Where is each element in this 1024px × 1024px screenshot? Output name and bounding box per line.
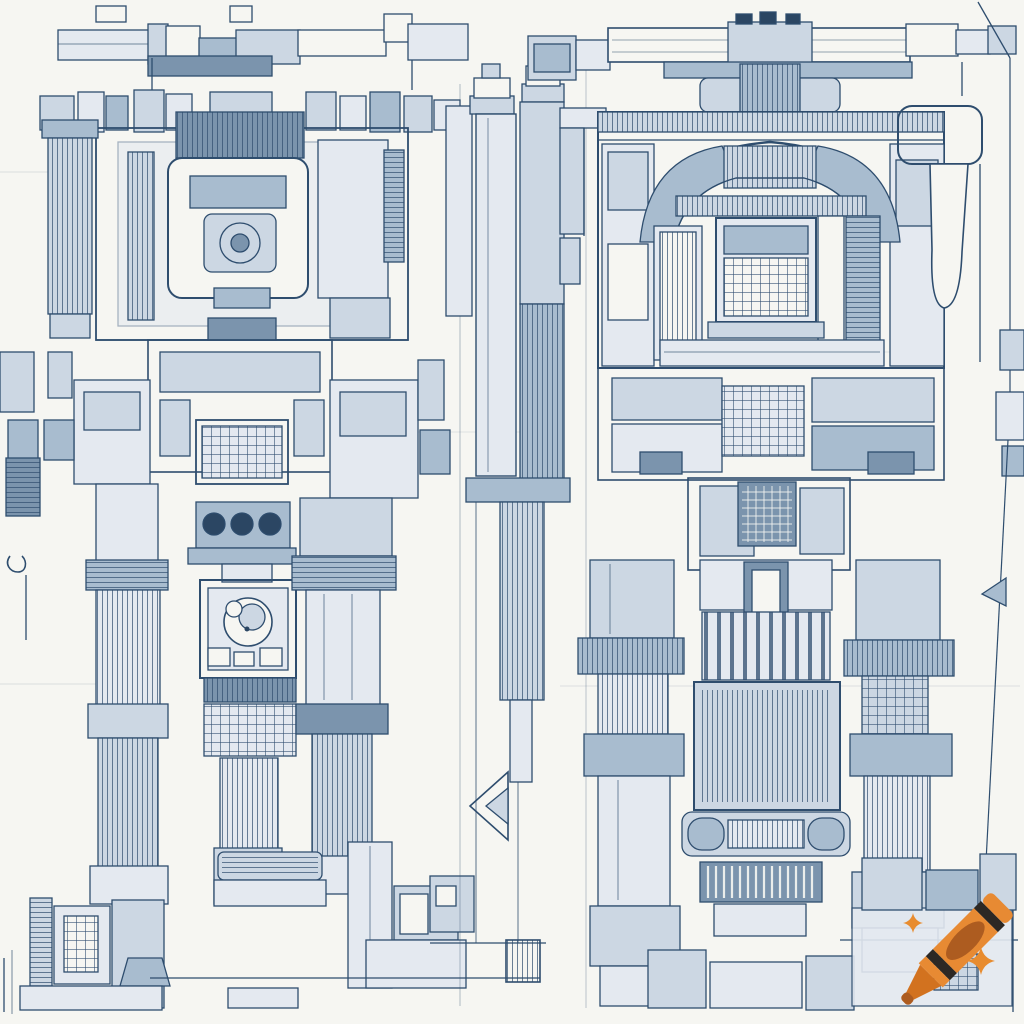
left-figure-legs <box>85 483 397 905</box>
left-top-beam <box>57 5 469 96</box>
sparkle-icon <box>967 947 995 975</box>
right-top-beam <box>527 1 1017 440</box>
craiyon-crayon-watermark <box>901 893 1013 1005</box>
left-rosette-panel <box>199 579 297 757</box>
center-mast <box>430 49 607 1008</box>
left-figure-torso <box>39 89 461 341</box>
bottom-left-machinery <box>3 841 541 1014</box>
crayon-icon <box>901 893 1013 1005</box>
right-torso <box>597 367 945 571</box>
right-legs-and-throne <box>577 559 955 1011</box>
left-figure-waist <box>0 339 451 640</box>
sparkle-icon <box>903 913 923 933</box>
